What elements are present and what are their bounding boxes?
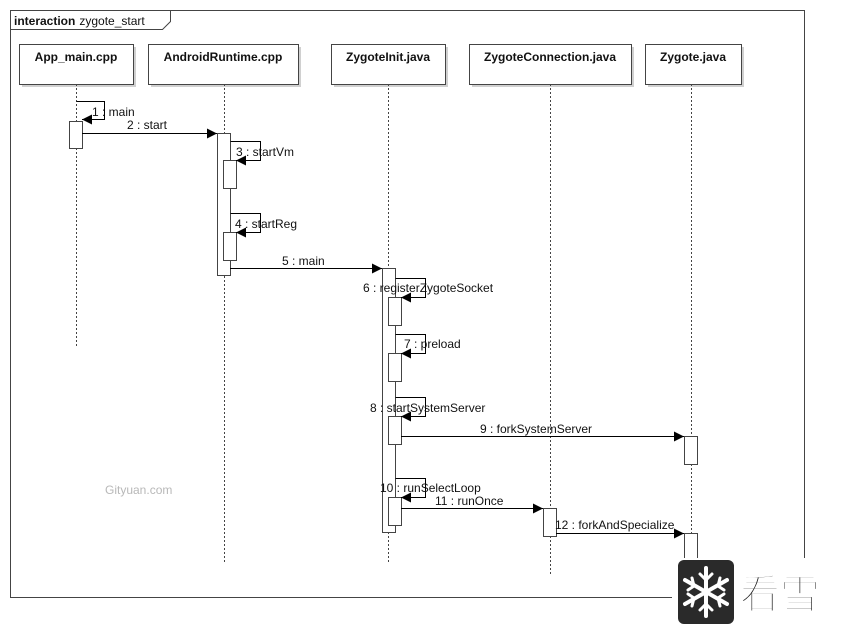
message-1: 1 : main — [76, 101, 135, 125]
message-6: 6 : registerZygoteSocket — [363, 278, 494, 303]
message-3: 3 : startVm — [230, 141, 294, 166]
activation-bar — [684, 436, 698, 465]
logo-text: 看雪 — [740, 573, 820, 617]
activation-bar — [388, 297, 402, 326]
message-7: 7 : preload — [395, 334, 461, 359]
self-message-arrow — [230, 213, 261, 238]
activation-bar — [69, 121, 83, 149]
lifeline-head-box — [331, 44, 446, 85]
message-11: 11 : runOnce — [401, 494, 543, 514]
watermark-text: Gityuan.com — [105, 483, 172, 497]
message-12: 12 : forkAndSpecialize — [555, 518, 684, 539]
message-5: 5 : main — [230, 254, 382, 274]
message-label: 12 : forkAndSpecialize — [555, 518, 675, 532]
message-label: 9 : forkSystemServer — [480, 422, 592, 436]
frame-keyword: interaction — [14, 14, 75, 28]
activation-bar — [684, 533, 698, 562]
activation-bar — [543, 508, 557, 537]
activation-bar — [382, 268, 396, 533]
activation-bar — [223, 232, 237, 261]
interaction-frame — [10, 10, 805, 598]
lifeline-head-box — [19, 44, 134, 85]
message-label: 7 : preload — [404, 337, 461, 351]
frame-title-tab — [10, 10, 171, 30]
lifeline-label: AndroidRuntime.cpp — [164, 50, 283, 64]
message-label: 6 : registerZygoteSocket — [363, 281, 494, 295]
message-label: 5 : main — [282, 254, 325, 268]
message-2: 2 : start — [82, 118, 217, 139]
self-message-arrow — [76, 101, 105, 125]
message-label: 2 : start — [127, 118, 168, 132]
message-label: 10 : runSelectLoop — [380, 481, 481, 495]
lifeline-zc: ZygoteConnection.java — [469, 44, 634, 576]
lifeline-label: ZygoteConnection.java — [484, 50, 616, 64]
snowflake-icon — [678, 560, 734, 624]
message-label: 8 : startSystemServer — [370, 401, 485, 415]
lifeline-head-box — [148, 44, 299, 85]
lifeline-label: Zygote.java — [660, 50, 726, 64]
lifeline-label: App_main.cpp — [35, 50, 118, 64]
self-message-arrow — [395, 478, 426, 503]
lifeline-zi: ZygoteInit.java — [331, 44, 448, 562]
message-10: 10 : runSelectLoop — [380, 478, 481, 503]
self-message-arrow — [395, 334, 426, 359]
message-label: 3 : startVm — [236, 145, 294, 159]
activation-bar — [223, 160, 237, 189]
message-label: 1 : main — [92, 105, 135, 119]
self-message-arrow — [230, 141, 261, 166]
message-8: 8 : startSystemServer — [370, 397, 485, 422]
frame-name: zygote_start — [79, 14, 145, 28]
activation-bar — [388, 353, 402, 382]
self-message-arrow — [395, 278, 426, 303]
message-label: 11 : runOnce — [435, 494, 504, 508]
self-message-arrow — [395, 397, 426, 422]
message-9: 9 : forkSystemServer — [401, 422, 684, 442]
activation-bar — [388, 416, 402, 445]
message-label: 4 : startReg — [235, 217, 297, 231]
message-4: 4 : startReg — [230, 213, 297, 238]
frame-title: interaction zygote_start — [14, 14, 145, 28]
lifeline-label: ZygoteInit.java — [346, 50, 430, 64]
logo: 看雪 — [672, 558, 836, 628]
lifeline-app: App_main.cpp — [19, 44, 136, 348]
lifeline-head-box — [469, 44, 632, 85]
lifeline-head-box — [645, 44, 742, 85]
activation-bar — [388, 497, 402, 526]
lifeline-ar: AndroidRuntime.cpp — [148, 44, 301, 562]
lifeline-zy: Zygote.java — [645, 44, 744, 576]
